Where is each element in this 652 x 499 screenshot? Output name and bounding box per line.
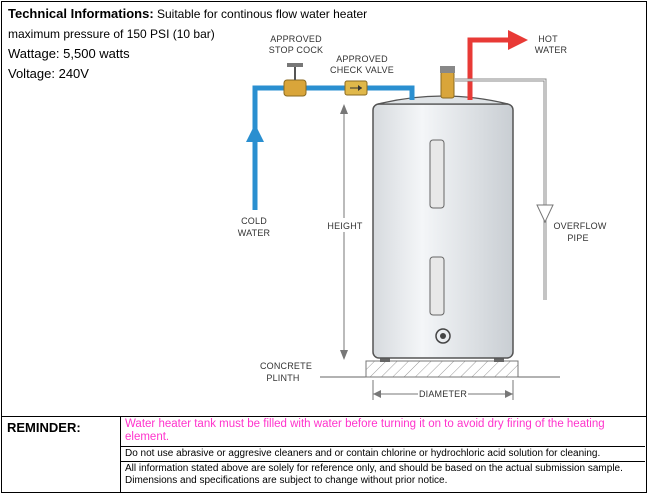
height-label: HEIGHT xyxy=(327,221,363,231)
hot-water-label-1: HOT xyxy=(538,34,558,44)
dry-firing-warning: Water heater tank must be filled with wa… xyxy=(121,417,645,447)
overflow-arrow xyxy=(536,204,554,224)
concrete-plinth xyxy=(365,360,519,378)
reminder-label: REMINDER: xyxy=(1,417,121,493)
diameter-label: DIAMETER xyxy=(419,389,467,399)
spec-sheet-frame xyxy=(1,1,647,493)
tech-title: Technical Informations: xyxy=(8,6,154,21)
relief-valve xyxy=(440,71,455,99)
hot-water-label-2: WATER xyxy=(535,45,568,55)
tech-description: Suitable for continous flow water heater xyxy=(153,7,368,21)
check-valve-label-2: CHECK VALVE xyxy=(330,65,394,75)
tech-wattage: Wattage: 5,500 watts xyxy=(8,46,130,61)
tech-pressure: maximum pressure of 150 PSI (10 bar) xyxy=(8,27,215,41)
reminder-notes: Water heater tank must be filled with wa… xyxy=(121,417,645,493)
cold-water-label-2: WATER xyxy=(238,228,271,238)
lower-access-panel xyxy=(429,256,445,316)
cold-water-label-1: COLD xyxy=(241,216,267,226)
check-valve-label-1: APPROVED xyxy=(336,54,388,64)
stop-cock-label-1: APPROVED xyxy=(270,34,322,44)
tech-voltage: Voltage: 240V xyxy=(8,66,89,81)
brand-logo xyxy=(435,328,451,344)
overflow-label-1: OVERFLOW xyxy=(553,221,606,231)
plinth-label-2: PLINTH xyxy=(266,373,299,383)
overflow-label-2: PIPE xyxy=(567,233,588,243)
upper-access-panel xyxy=(429,139,445,209)
technical-info: Technical Informations: Suitable for con… xyxy=(8,4,367,84)
stop-cock-label-2: STOP COCK xyxy=(269,45,323,55)
cold-flow-arrow xyxy=(246,124,264,142)
reminder-section: REMINDER: Water heater tank must be fill… xyxy=(1,416,647,494)
hot-flow-arrow xyxy=(508,30,528,50)
hot-water-pipe xyxy=(467,37,510,100)
cleaning-note: Do not use abrasive or aggresive cleaner… xyxy=(121,447,645,462)
plinth-label-1: CONCRETE xyxy=(260,361,312,371)
stop-cock-valve xyxy=(283,79,307,97)
cold-water-pipe xyxy=(252,85,415,210)
disclaimer-note: All information stated above are solely … xyxy=(125,463,623,486)
tech-line-1: Technical Informations: Suitable for con… xyxy=(8,4,367,24)
